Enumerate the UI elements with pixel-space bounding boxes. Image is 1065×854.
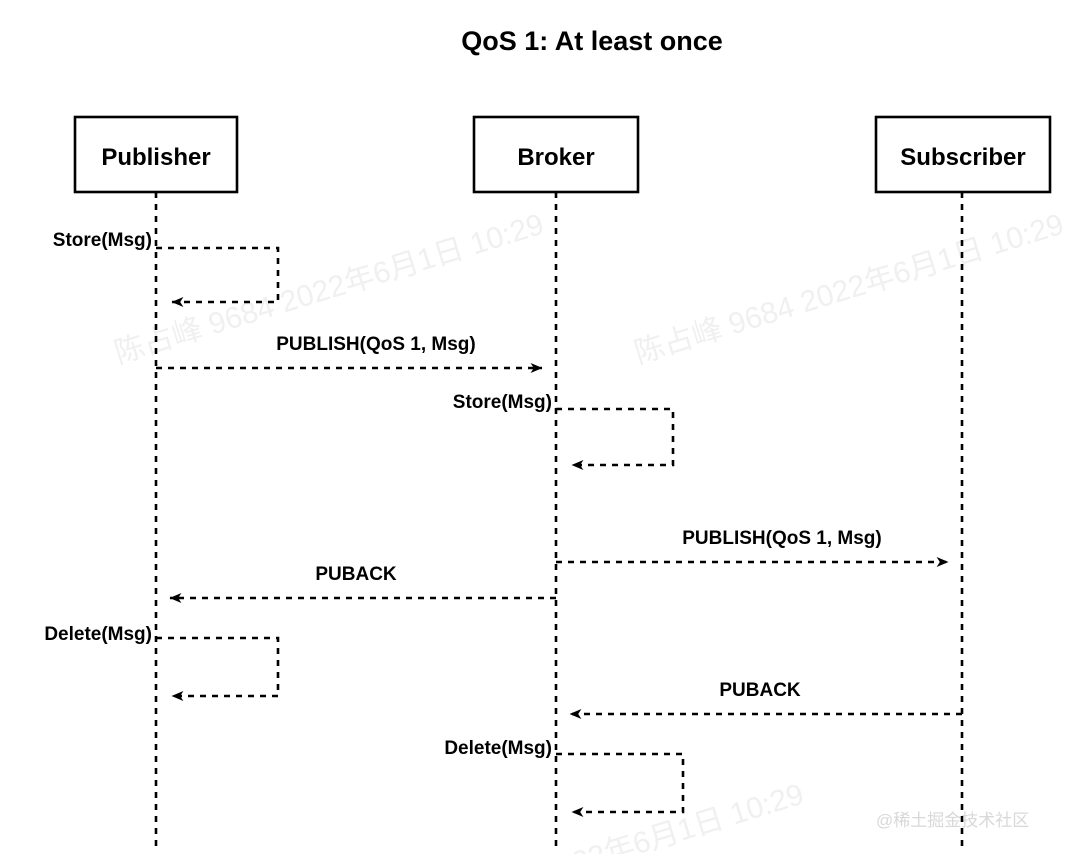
message-label: Delete(Msg) [44, 624, 152, 645]
self-loop-path [556, 752, 685, 817]
participant-label-subscriber: Subscriber [900, 144, 1025, 171]
message-label: Store(Msg) [53, 230, 152, 251]
message-label: PUBLISH(QoS 1, Msg) [276, 334, 476, 355]
self-loop-path [556, 407, 675, 470]
message-m7[interactable]: PUBACK [569, 680, 962, 719]
participants-group: Publisher Broker Subscriber [73, 115, 1052, 194]
message-label: Store(Msg) [453, 392, 552, 413]
message-m2[interactable]: PUBLISH(QoS 1, Msg) [156, 334, 543, 373]
participant-subscriber[interactable]: Subscriber [874, 115, 1052, 194]
participant-publisher[interactable]: Publisher [73, 115, 239, 194]
lifelines-group [154, 192, 964, 852]
participant-label-publisher: Publisher [101, 144, 210, 171]
participant-box [73, 115, 239, 194]
participant-label-broker: Broker [517, 144, 594, 171]
messages-group: Store(Msg) PUBLISH(QoS 1, Msg) Store(Msg) P… [44, 230, 962, 817]
message-m1[interactable]: Store(Msg) [53, 230, 280, 307]
diagram-title-group: QoS 1: At least once [461, 26, 723, 56]
message-label: PUBACK [719, 680, 801, 701]
participant-broker[interactable]: Broker [472, 115, 640, 194]
message-m6[interactable]: Delete(Msg) [44, 624, 280, 701]
message-label: PUBACK [315, 564, 397, 585]
self-loop-path [156, 636, 280, 701]
message-label: PUBLISH(QoS 1, Msg) [682, 528, 882, 549]
message-label: Delete(Msg) [444, 738, 552, 759]
page-title: QoS 1: At least once [461, 26, 723, 56]
message-m3[interactable]: Store(Msg) [453, 392, 675, 470]
message-m4[interactable]: PUBLISH(QoS 1, Msg) [556, 528, 949, 567]
self-loop-path [156, 246, 280, 307]
message-m8[interactable]: Delete(Msg) [444, 738, 685, 817]
message-m5[interactable]: PUBACK [169, 564, 556, 603]
participant-box [874, 115, 1052, 194]
